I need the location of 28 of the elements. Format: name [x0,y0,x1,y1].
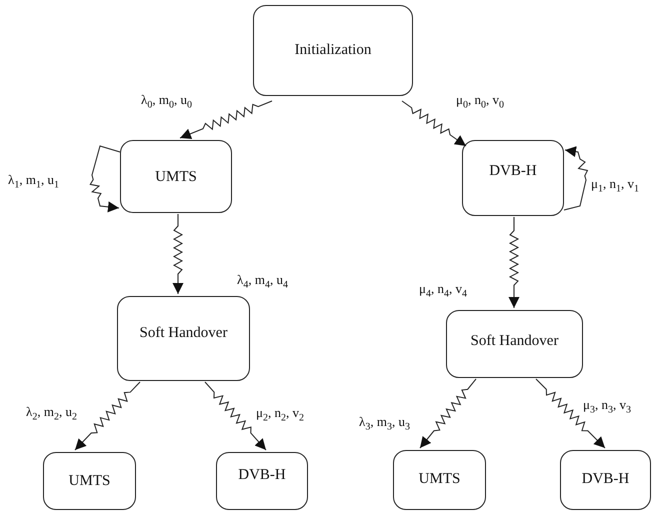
wavy-arrow [402,100,466,146]
state-name: UMTS [155,169,197,187]
state-name: DVB-H [238,467,286,485]
wavy-arrow [420,378,476,448]
state-box [216,452,308,510]
state-name: Initialization [294,42,372,60]
state-name: DVB-H [582,471,630,489]
state-name: Soft Handover [470,333,558,351]
state-box [253,5,413,96]
wavy-arrow [89,145,120,212]
state-box [446,310,583,378]
wavy-arrow [508,216,520,308]
state-name: DVB-H [489,163,537,181]
wavy-arrow [180,100,272,139]
wavy-arrow [536,378,606,448]
wavy-arrow [564,146,588,210]
state-name: UMTS [418,471,460,489]
state-box [462,140,564,216]
state-box [43,452,136,510]
state-box [120,140,232,213]
wavy-arrow [172,214,184,294]
state-box [117,296,250,381]
state-box [393,450,486,510]
state-box [560,450,651,510]
state-name: UMTS [68,473,110,491]
state-name: Soft Handover [140,325,228,343]
wavy-arrow [204,382,266,450]
wavy-arrow [74,382,140,450]
